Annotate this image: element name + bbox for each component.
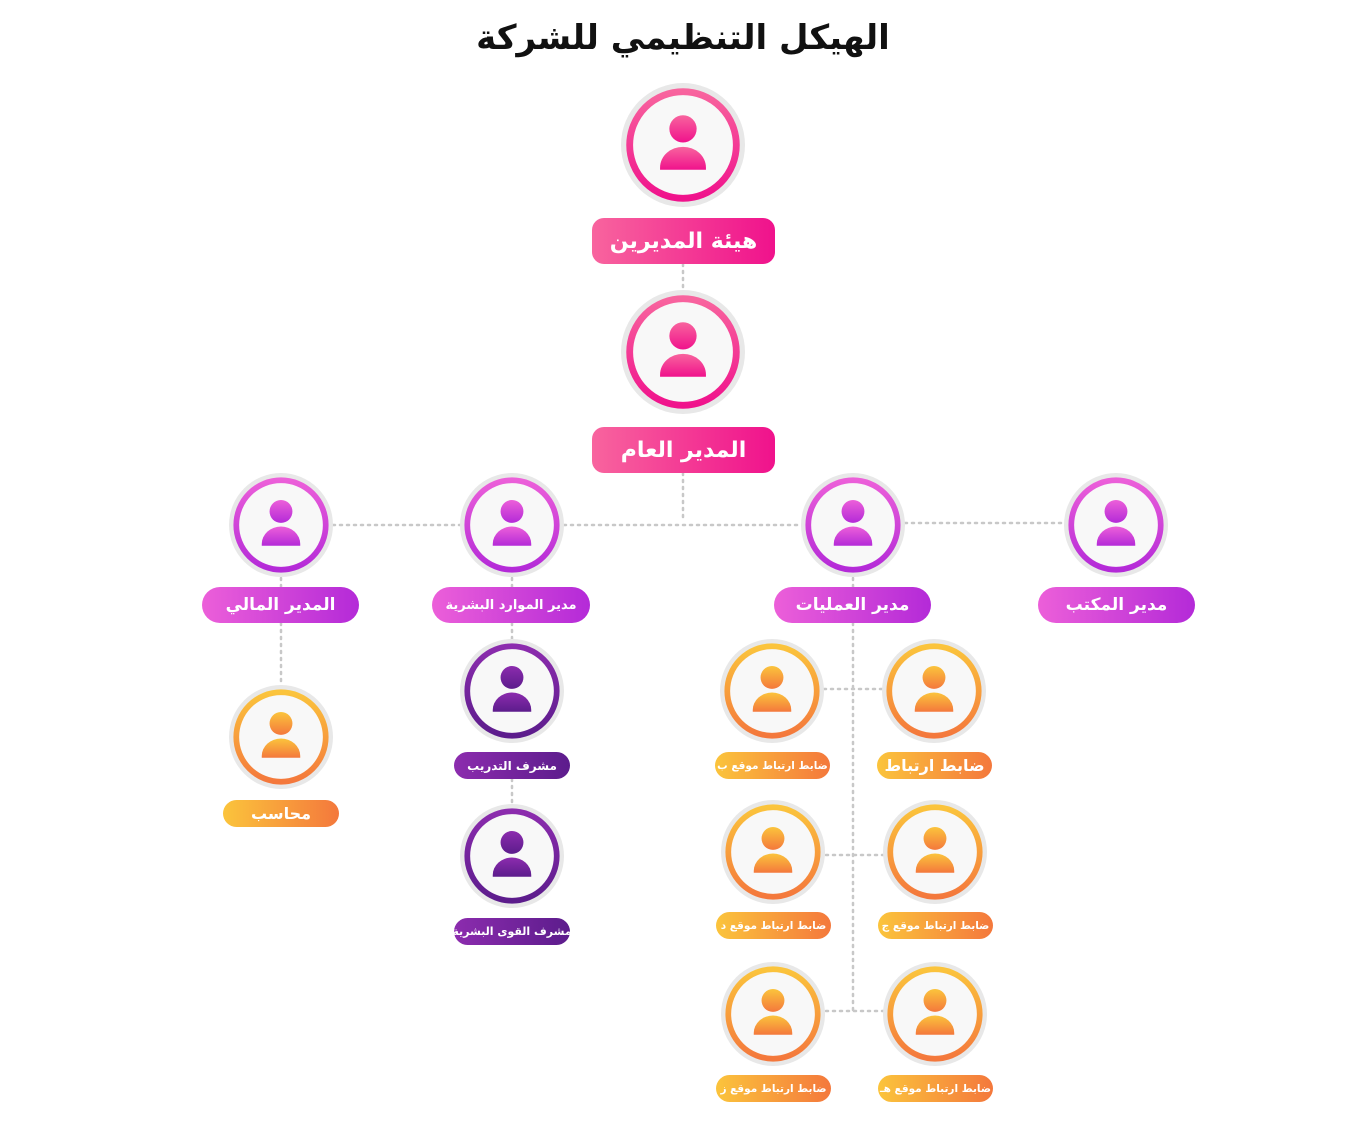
label-site-b: ضابط ارتباط موقع ب (715, 752, 830, 779)
avatar-ring (1068, 477, 1164, 573)
label-site-z: ضابط ارتباط موقع ز (716, 1075, 831, 1102)
avatar (1068, 477, 1164, 573)
avatar (725, 804, 821, 900)
node-site-h (883, 962, 987, 1066)
avatar (464, 643, 560, 739)
person-icon-body (660, 353, 706, 377)
avatar (464, 477, 560, 573)
node-site-d (721, 800, 825, 904)
avatar (805, 477, 901, 573)
label-ops: مدير العمليات (774, 587, 931, 623)
person-icon-body (492, 526, 532, 546)
node-gm (621, 290, 745, 414)
node-workforce (460, 804, 564, 908)
person-icon-body (753, 853, 793, 873)
person-icon-body (660, 146, 706, 170)
avatar-ring (233, 477, 329, 573)
avatar-ring (626, 88, 740, 202)
node-site-b (720, 639, 824, 743)
node-liaison (882, 639, 986, 743)
person-icon-body (261, 738, 301, 758)
node-site-z (721, 962, 825, 1066)
label-site-d: ضابط ارتباط موقع د (716, 912, 831, 939)
person-icon-head (922, 666, 946, 689)
person-icon-head (269, 712, 293, 735)
person-icon-head (841, 500, 865, 523)
person-icon-head (923, 989, 947, 1012)
chart-title: الهيكل التنظيمي للشركة (476, 18, 890, 58)
person-icon-head (923, 827, 947, 850)
node-accountant (229, 685, 333, 789)
person-icon-head (1104, 500, 1128, 523)
person-icon-body (914, 692, 954, 712)
avatar-ring (464, 808, 560, 904)
label-accountant: محاسب (223, 800, 339, 827)
avatar (233, 689, 329, 785)
node-finance (229, 473, 333, 577)
label-office: مدير المكتب (1038, 587, 1195, 623)
avatar (887, 804, 983, 900)
avatar-ring (886, 643, 982, 739)
avatar-ring (887, 804, 983, 900)
label-finance: المدير المالي (202, 587, 359, 623)
label-liaison: ضابط ارتباط (877, 752, 992, 779)
label-hr: مدير الموارد البشرية (432, 587, 590, 623)
avatar-ring (233, 689, 329, 785)
avatar-ring (805, 477, 901, 573)
label-workforce: مشرف القوى البشرية (454, 918, 570, 945)
person-icon-head (761, 827, 785, 850)
avatar-ring (464, 643, 560, 739)
avatar (626, 88, 740, 202)
node-ops (801, 473, 905, 577)
person-icon-head (500, 831, 524, 854)
avatar-ring (725, 804, 821, 900)
avatar (233, 477, 329, 573)
person-icon-body (1096, 526, 1136, 546)
person-icon-body (915, 1015, 955, 1035)
avatar (887, 966, 983, 1062)
avatar (724, 643, 820, 739)
person-icon-head (761, 989, 785, 1012)
node-board (621, 83, 745, 207)
label-site-j: ضابط ارتباط موقع ج (878, 912, 993, 939)
node-training (460, 639, 564, 743)
avatar (626, 295, 740, 409)
avatar (886, 643, 982, 739)
person-icon-body (492, 692, 532, 712)
label-gm: المدير العام (592, 427, 775, 473)
person-icon-body (492, 857, 532, 877)
avatar-ring (725, 966, 821, 1062)
person-icon-body (752, 692, 792, 712)
person-icon-body (833, 526, 873, 546)
avatar-ring (464, 477, 560, 573)
node-site-j (883, 800, 987, 904)
person-icon-head (760, 666, 784, 689)
avatar (725, 966, 821, 1062)
avatar-ring (887, 966, 983, 1062)
avatar (464, 808, 560, 904)
person-icon-body (261, 526, 301, 546)
node-office (1064, 473, 1168, 577)
person-icon-head (669, 322, 697, 350)
label-board: هيئة المديرين (592, 218, 775, 264)
node-hr (460, 473, 564, 577)
person-icon-head (669, 115, 697, 143)
person-icon-head (500, 500, 524, 523)
person-icon-head (500, 666, 524, 689)
person-icon-head (269, 500, 293, 523)
label-training: مشرف التدريب (454, 752, 570, 779)
label-site-h: ضابط ارتباط موقع هـ (878, 1075, 993, 1102)
person-icon-body (753, 1015, 793, 1035)
person-icon-body (915, 853, 955, 873)
avatar-ring (626, 295, 740, 409)
avatar-ring (724, 643, 820, 739)
